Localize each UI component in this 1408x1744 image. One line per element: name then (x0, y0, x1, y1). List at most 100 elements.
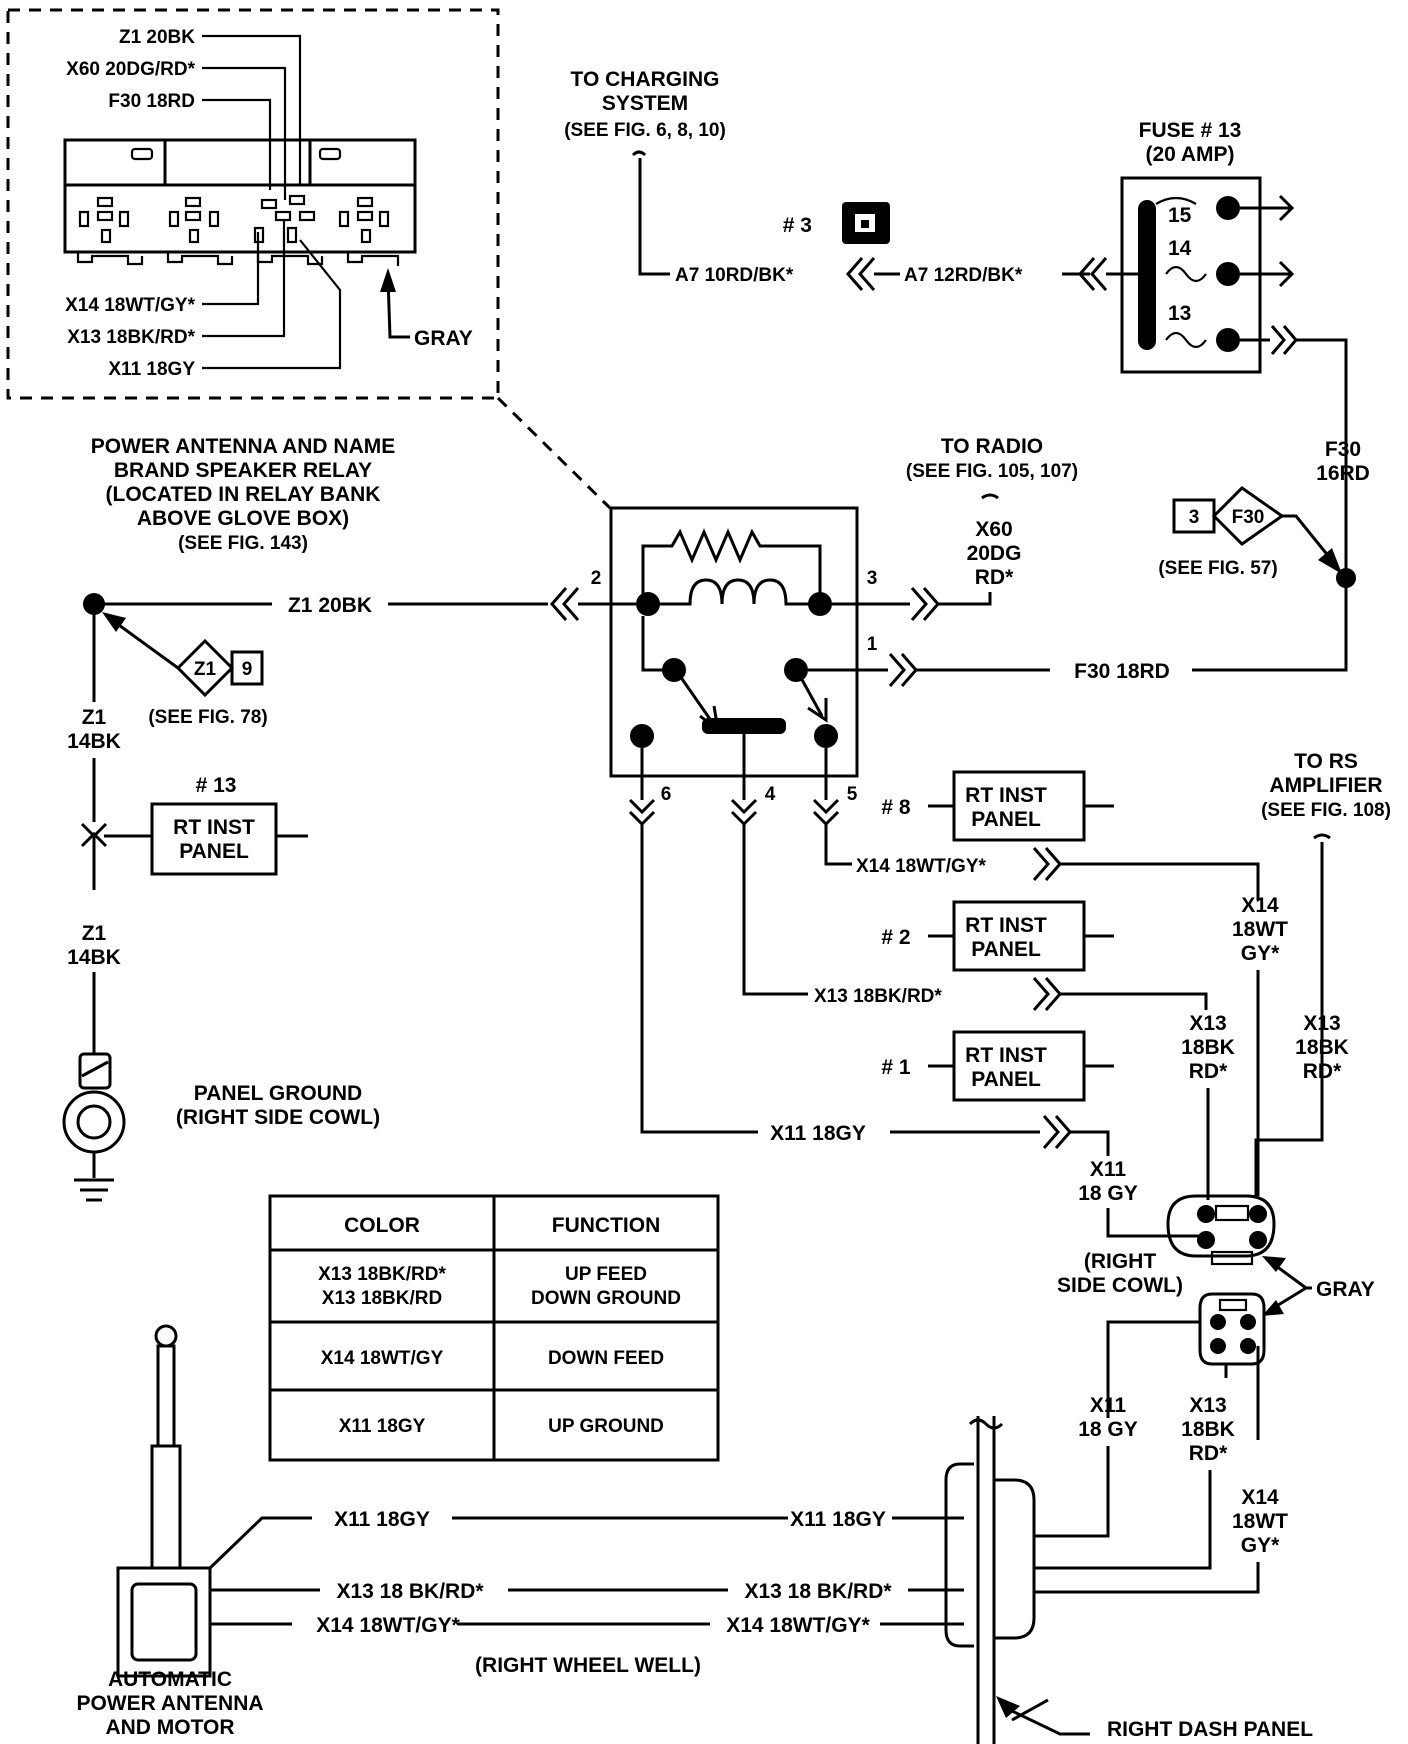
x13-right-2: 18BK (1295, 1036, 1349, 1059)
inset-wire-x60: X60 20DG/RD* (66, 59, 195, 80)
table-row1-color-2: X13 18BK/RD (322, 1288, 442, 1309)
antenna-section: AUTOMATIC POWER ANTENNA AND MOTOR X11 18… (76, 1324, 1313, 1744)
x14-upper-1: X14 (1241, 894, 1279, 917)
fuse-terminal-15: 15 (1168, 204, 1192, 227)
relay-box (609, 506, 859, 778)
relay-pin-6: 6 (661, 784, 672, 805)
f30-reference: 3 F30 (SEE FIG. 57) (1158, 486, 1342, 579)
charging-title-2: SYSTEM (602, 92, 688, 115)
rt-inst-13-line2: PANEL (179, 840, 249, 863)
rt-inst-2-box (952, 900, 1086, 972)
z1-lower-1: Z1 (82, 922, 107, 945)
antenna-mast (156, 1344, 176, 1448)
inset-connector-body (63, 138, 417, 254)
a7-right-label: A7 12RD/BK* (904, 265, 1023, 286)
z1-ref-code: Z1 (194, 659, 217, 680)
rt-inst-1-num: # 1 (881, 1056, 911, 1079)
inset-wire-x13: X13 18BK/RD* (67, 327, 195, 348)
x11-relay-label: X11 18GY (770, 1122, 866, 1145)
x14-lower-2: 18WT (1232, 1510, 1288, 1533)
x13-right-3: RD* (1303, 1060, 1342, 1083)
x14-lower-1: X14 (1241, 1486, 1279, 1509)
z1-ref-num: 9 (242, 659, 253, 680)
inset-gray-label: GRAY (414, 327, 473, 350)
x14-upper-2: 18WT (1232, 918, 1288, 941)
f30-vertical-1: F30 (1325, 438, 1361, 461)
z1-lower-2: 14BK (67, 946, 121, 969)
fuse-rating: (20 AMP) (1145, 143, 1234, 166)
cowl-connectors: TO RS AMPLIFIER (SEE FIG. 108) X14 18WT … (1034, 750, 1391, 1594)
cowl-location-1: (RIGHT (1084, 1250, 1156, 1273)
z1-see: (SEE FIG. 78) (148, 707, 267, 728)
antenna-x11-left: X11 18GY (334, 1508, 430, 1531)
relay-pin-2: 2 (591, 568, 602, 589)
fuse-bus-bar (1138, 200, 1156, 350)
relay-section: POWER ANTENNA AND NAME BRAND SPEAKER REL… (91, 435, 1348, 827)
rt-inst-13-line1: RT INST (173, 816, 255, 839)
radio-ref: (SEE FIG. 105, 107) (906, 461, 1078, 482)
rt-inst-2-num: # 2 (881, 926, 910, 949)
dash-panel-icon (976, 1416, 996, 1744)
table-row1-color-1: X13 18BK/RD* (318, 1264, 446, 1285)
rt-inst-1-line2: PANEL (971, 1068, 1041, 1091)
inset-border (6, 8, 500, 400)
splice-3-label: # 3 (783, 214, 812, 237)
radio-wire-2: 20DG (967, 542, 1022, 565)
rt-inst-13-num: # 13 (196, 774, 237, 797)
x13-left-1: X13 (1189, 1012, 1226, 1035)
antenna-label-1: AUTOMATIC (108, 1668, 232, 1691)
relay-desc-3: (LOCATED IN RELAY BANK (106, 483, 381, 506)
f30-ref-see: (SEE FIG. 57) (1158, 558, 1277, 579)
x13-lower-2: 18BK (1181, 1418, 1235, 1441)
table-row1-function-1: UP FEED (565, 1264, 647, 1285)
rt-inst-8-line2: PANEL (971, 808, 1041, 831)
ground-eyelet-icon (62, 1090, 126, 1154)
table-header-function: FUNCTION (552, 1214, 661, 1237)
rt-inst-2-line1: RT INST (965, 914, 1047, 937)
table-row2-function: DOWN FEED (548, 1348, 664, 1369)
antenna-motor-box (116, 1566, 212, 1678)
ground-symbol-icon (74, 1152, 114, 1202)
antenna-tip-icon (154, 1324, 178, 1348)
ground-label-2: (RIGHT SIDE COWL) (176, 1106, 380, 1129)
f30-relay-label: F30 18RD (1074, 660, 1170, 683)
inset-wire-x14: X14 18WT/GY* (65, 295, 195, 316)
f30-vertical-2: 16RD (1316, 462, 1370, 485)
table-header-color: COLOR (344, 1214, 420, 1237)
f30-ref-num: 3 (1189, 507, 1200, 528)
fuse-terminal-13: 13 (1168, 302, 1191, 325)
x13-lower-1: X13 (1189, 1394, 1226, 1417)
rt-inst-13-box (150, 802, 278, 876)
radio-wire-1: X60 (975, 518, 1012, 541)
table-row1-function-2: DOWN GROUND (531, 1288, 681, 1309)
x11-upper-1: X11 (1090, 1158, 1127, 1181)
rt-inst-1-box (952, 1030, 1086, 1102)
connector-inset: Z1 20BK X60 20DG/RD* F30 18RD X14 18WT/G… (6, 8, 500, 400)
rs-amp-ref: (SEE FIG. 108) (1261, 800, 1391, 821)
charging-section: TO CHARGING SYSTEM (SEE FIG. 6, 8, 10) #… (564, 68, 1370, 588)
charging-ref: (SEE FIG. 6, 8, 10) (564, 120, 726, 141)
radio-wire-3: RD* (975, 566, 1014, 589)
z1-upper-2: 14BK (67, 730, 121, 753)
antenna-x13-left: X13 18 BK/RD* (336, 1580, 484, 1603)
dash-panel-label: RIGHT DASH PANEL (1107, 1718, 1313, 1741)
rt-inst-8-line1: RT INST (965, 784, 1047, 807)
cowl-gray-label: GRAY (1316, 1278, 1375, 1301)
relay-desc-4: ABOVE GLOVE BOX) (137, 507, 349, 530)
cowl-location-2: SIDE COWL) (1057, 1274, 1183, 1297)
antenna-label-2: POWER ANTENNA (76, 1692, 263, 1715)
rt-inst-2-line2: PANEL (971, 938, 1041, 961)
antenna-x14-left: X14 18WT/GY* (316, 1614, 460, 1637)
cowl-connector-upper (1166, 1194, 1276, 1258)
rs-amp-title-1: TO RS (1294, 750, 1358, 773)
x13-right-1: X13 (1303, 1012, 1340, 1035)
x14-lower-3: GY* (1241, 1534, 1280, 1557)
fuse-title: FUSE # 13 (1139, 119, 1242, 142)
rs-amp-title-2: AMPLIFIER (1269, 774, 1382, 797)
x13-left-2: 18BK (1181, 1036, 1235, 1059)
rt-inst-1-line1: RT INST (965, 1044, 1047, 1067)
cowl-connector-lower (1198, 1292, 1266, 1366)
relay-desc-2: BRAND SPEAKER RELAY (114, 459, 372, 482)
z1-upper-1: Z1 (82, 706, 107, 729)
radio-section: TO RADIO (SEE FIG. 105, 107) X60 20DG RD… (906, 435, 1078, 589)
